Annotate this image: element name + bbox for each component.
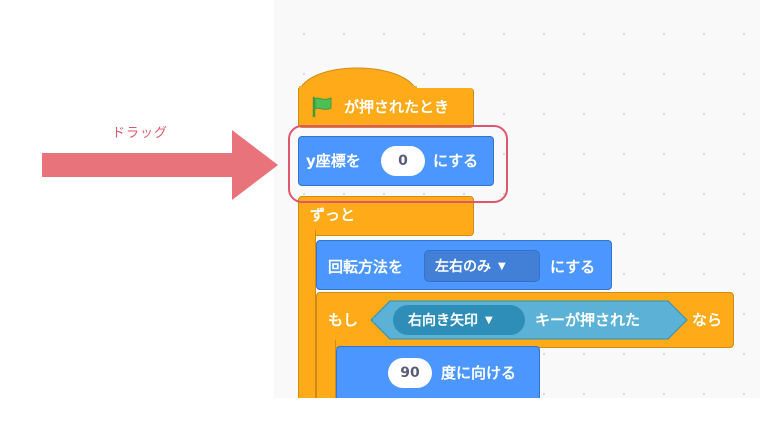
drag-highlight-box	[288, 125, 508, 203]
set-y-suffix: にする	[433, 152, 479, 170]
hat-cap-filler	[299, 86, 417, 92]
y-value-input[interactable]: 0	[381, 146, 425, 176]
point-in-direction-block[interactable]	[336, 346, 540, 398]
rotation-style-value: 左右のみ	[435, 259, 491, 275]
if-block-arm	[316, 340, 336, 398]
chevron-down-icon: ▼	[498, 260, 506, 272]
forever-block-arm	[298, 230, 316, 398]
rotation-suffix: にする	[550, 258, 596, 276]
key-dropdown-value: 右向き矢印	[408, 313, 478, 329]
then-label: なら	[692, 311, 723, 329]
chevron-down-icon: ▼	[485, 314, 493, 326]
forever-label-text: ずっと	[310, 206, 356, 224]
set-y-block[interactable]	[298, 136, 494, 186]
direction-value-input[interactable]: 90	[388, 358, 432, 388]
if-label: もし	[328, 311, 359, 329]
rotation-label: 回転方法を	[328, 258, 404, 276]
drag-annotation-label: ドラッグ	[112, 126, 169, 141]
set-y-label: y座標を	[306, 152, 361, 170]
drag-arrow-icon	[42, 130, 278, 200]
direction-label: 度に向ける	[441, 364, 517, 382]
key-dropdown[interactable]: 右向き矢印 ▼	[393, 305, 525, 335]
hat-block-label: が押されたとき	[344, 98, 450, 116]
green-flag-icon	[312, 96, 332, 117]
key-pressed-label: キーが押された	[535, 311, 641, 329]
rotation-style-dropdown[interactable]: 左右のみ ▼	[424, 250, 540, 282]
